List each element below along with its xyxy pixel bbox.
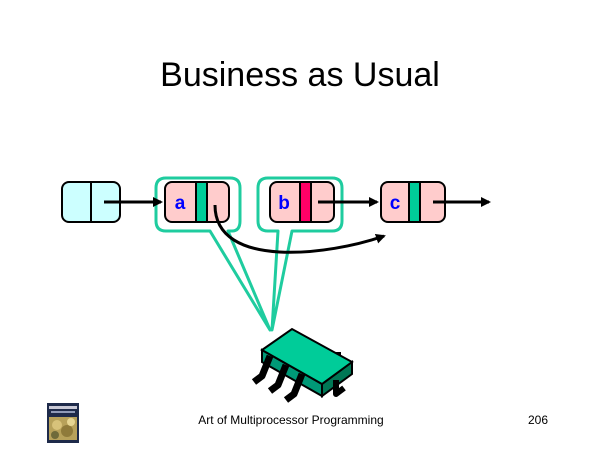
processor-chip-icon (251, 327, 354, 403)
lock-callout-a (154, 176, 272, 332)
node-c: c (380, 181, 446, 223)
book-cover-icon (47, 403, 79, 443)
node-a-label: a (175, 193, 186, 214)
node-b: b (269, 181, 335, 223)
arrow-a-to-c-bypass (213, 204, 386, 254)
node-b-label: b (278, 193, 290, 214)
lock-callout-b (256, 176, 344, 332)
footer-title: Art of Multiprocessor Programming (198, 413, 384, 427)
page-number: 206 (527, 413, 548, 427)
node-head (61, 181, 121, 223)
slide-title: Business as Usual (160, 56, 440, 94)
node-a: a (164, 181, 230, 223)
node-c-label: c (390, 193, 401, 214)
